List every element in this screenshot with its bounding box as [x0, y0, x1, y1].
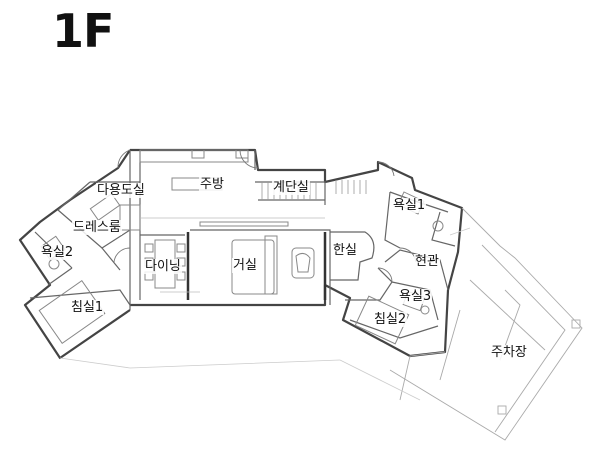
kitchen-fixtures: [119, 149, 249, 231]
site-outline: [59, 227, 471, 401]
glass-partition: [186, 232, 327, 300]
room-label-bedroom1: 침실1: [70, 300, 105, 315]
room-label-living: 거실: [232, 258, 258, 273]
parking-outline: [389, 207, 583, 441]
room-label-utility: 다용도실: [96, 183, 146, 198]
room-label-stairs: 계단실: [272, 180, 310, 195]
dimension-lines: [140, 217, 325, 293]
room-label-entrance: 현관: [414, 254, 440, 269]
room-label-bath1: 욕실1: [392, 198, 427, 213]
room-label-bath2: 욕실2: [40, 245, 75, 260]
room-label-kitchen: 주방: [199, 177, 225, 192]
room-label-bath3: 욕실3: [398, 289, 433, 304]
doors: [113, 149, 417, 283]
room-label-dining: 다이닝: [144, 259, 182, 274]
floor-label: 1F: [52, 4, 114, 58]
beds: [38, 280, 410, 345]
room-label-korean-room: 한실: [332, 243, 358, 258]
room-label-dressroom: 드레스룸: [72, 220, 122, 235]
room-label-bedroom2: 침실2: [373, 312, 408, 327]
room-label-parking: 주차장: [490, 345, 528, 360]
